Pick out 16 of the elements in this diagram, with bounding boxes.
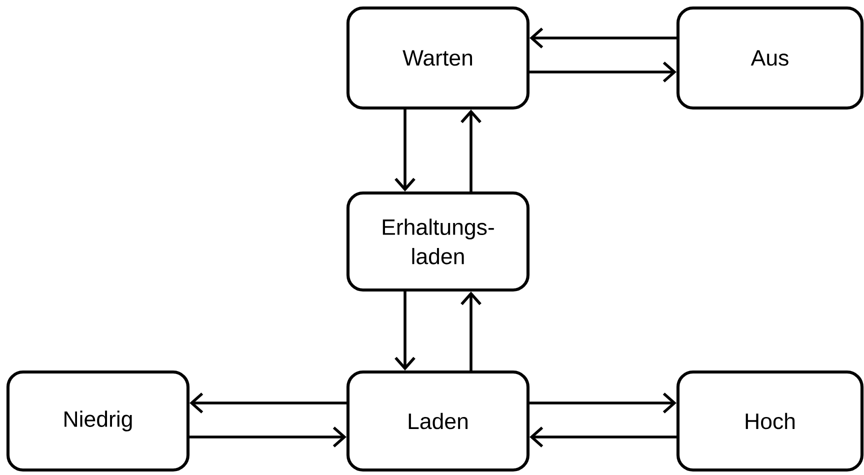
arrow bbox=[530, 426, 676, 448]
arrow bbox=[190, 392, 346, 414]
state-box: Warten bbox=[346, 6, 530, 110]
arrow bbox=[394, 292, 416, 370]
arrow bbox=[460, 110, 482, 192]
arrow bbox=[530, 62, 676, 82]
state-box: Aus bbox=[676, 6, 864, 110]
arrow bbox=[394, 110, 416, 192]
state-box: Erhaltungs- laden bbox=[346, 191, 530, 292]
arrow bbox=[530, 28, 676, 48]
state-box: Niedrig bbox=[6, 370, 190, 472]
state-box: Hoch bbox=[676, 370, 864, 472]
arrow bbox=[190, 426, 346, 448]
arrow bbox=[460, 292, 482, 370]
arrow bbox=[530, 392, 676, 414]
state-box: Laden bbox=[346, 370, 530, 472]
